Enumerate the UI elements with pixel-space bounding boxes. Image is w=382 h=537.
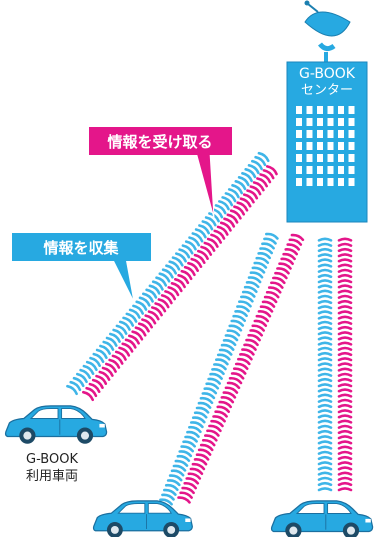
building-window	[338, 118, 344, 126]
uplink-wave-left	[66, 151, 270, 396]
building-window	[348, 142, 355, 150]
building-window	[306, 106, 313, 114]
building-window	[348, 154, 355, 162]
vehicle-label-line1: G-BOOK	[26, 452, 78, 467]
gbook-center-building	[286, 61, 368, 223]
building-window	[338, 166, 344, 174]
uplink-wave-right	[317, 237, 333, 492]
center-title-line1: G-BOOK	[299, 66, 356, 82]
satellite-dish-icon	[304, 0, 351, 62]
building-window	[348, 106, 355, 114]
building-window	[327, 154, 334, 162]
building-window	[317, 106, 323, 114]
building-window	[338, 106, 344, 114]
building-window	[306, 178, 313, 186]
center-title-line2: センター	[301, 83, 353, 98]
car-icon	[270, 500, 374, 537]
car-icon	[92, 500, 193, 537]
uplink-wave-middle	[159, 232, 279, 506]
building-window	[296, 154, 302, 162]
building-window	[296, 106, 302, 114]
building-window	[327, 178, 334, 186]
building-windows	[296, 106, 355, 186]
downlink-wave-left	[82, 165, 278, 402]
building-window	[296, 166, 302, 174]
car-icon	[4, 405, 108, 444]
downlink-wave-middle	[177, 233, 305, 504]
building-window	[317, 178, 323, 186]
vehicle-label-line2: 利用車両	[26, 469, 78, 484]
building-window	[338, 142, 344, 150]
building-window	[327, 130, 334, 138]
building-window	[317, 166, 323, 174]
building-window	[317, 142, 323, 150]
building-window	[296, 130, 302, 138]
building-window	[348, 178, 355, 186]
building-window	[296, 118, 302, 126]
building-window	[348, 130, 355, 138]
callout-receive	[89, 127, 232, 219]
building-window	[317, 118, 323, 126]
callout-collect	[12, 233, 151, 303]
building-window	[327, 106, 334, 114]
building-window	[296, 178, 302, 186]
building-window	[338, 154, 344, 162]
building-window	[348, 166, 355, 174]
building-window	[306, 154, 313, 162]
building-window	[327, 118, 334, 126]
callout-collect-text: 情報を収集	[43, 239, 119, 257]
building-window	[338, 130, 344, 138]
building-window	[306, 118, 313, 126]
building-window	[296, 142, 302, 150]
building-window	[338, 178, 344, 186]
building-window	[327, 166, 334, 174]
building-window	[306, 142, 313, 150]
building-window	[317, 154, 323, 162]
signal-waves	[66, 151, 353, 506]
building-window	[317, 130, 323, 138]
downlink-wave-right	[337, 237, 353, 492]
building-window	[306, 166, 313, 174]
building-window	[348, 118, 355, 126]
building-window	[306, 130, 313, 138]
building-window	[327, 142, 334, 150]
callout-receive-text: 情報を受け取る	[107, 133, 212, 151]
